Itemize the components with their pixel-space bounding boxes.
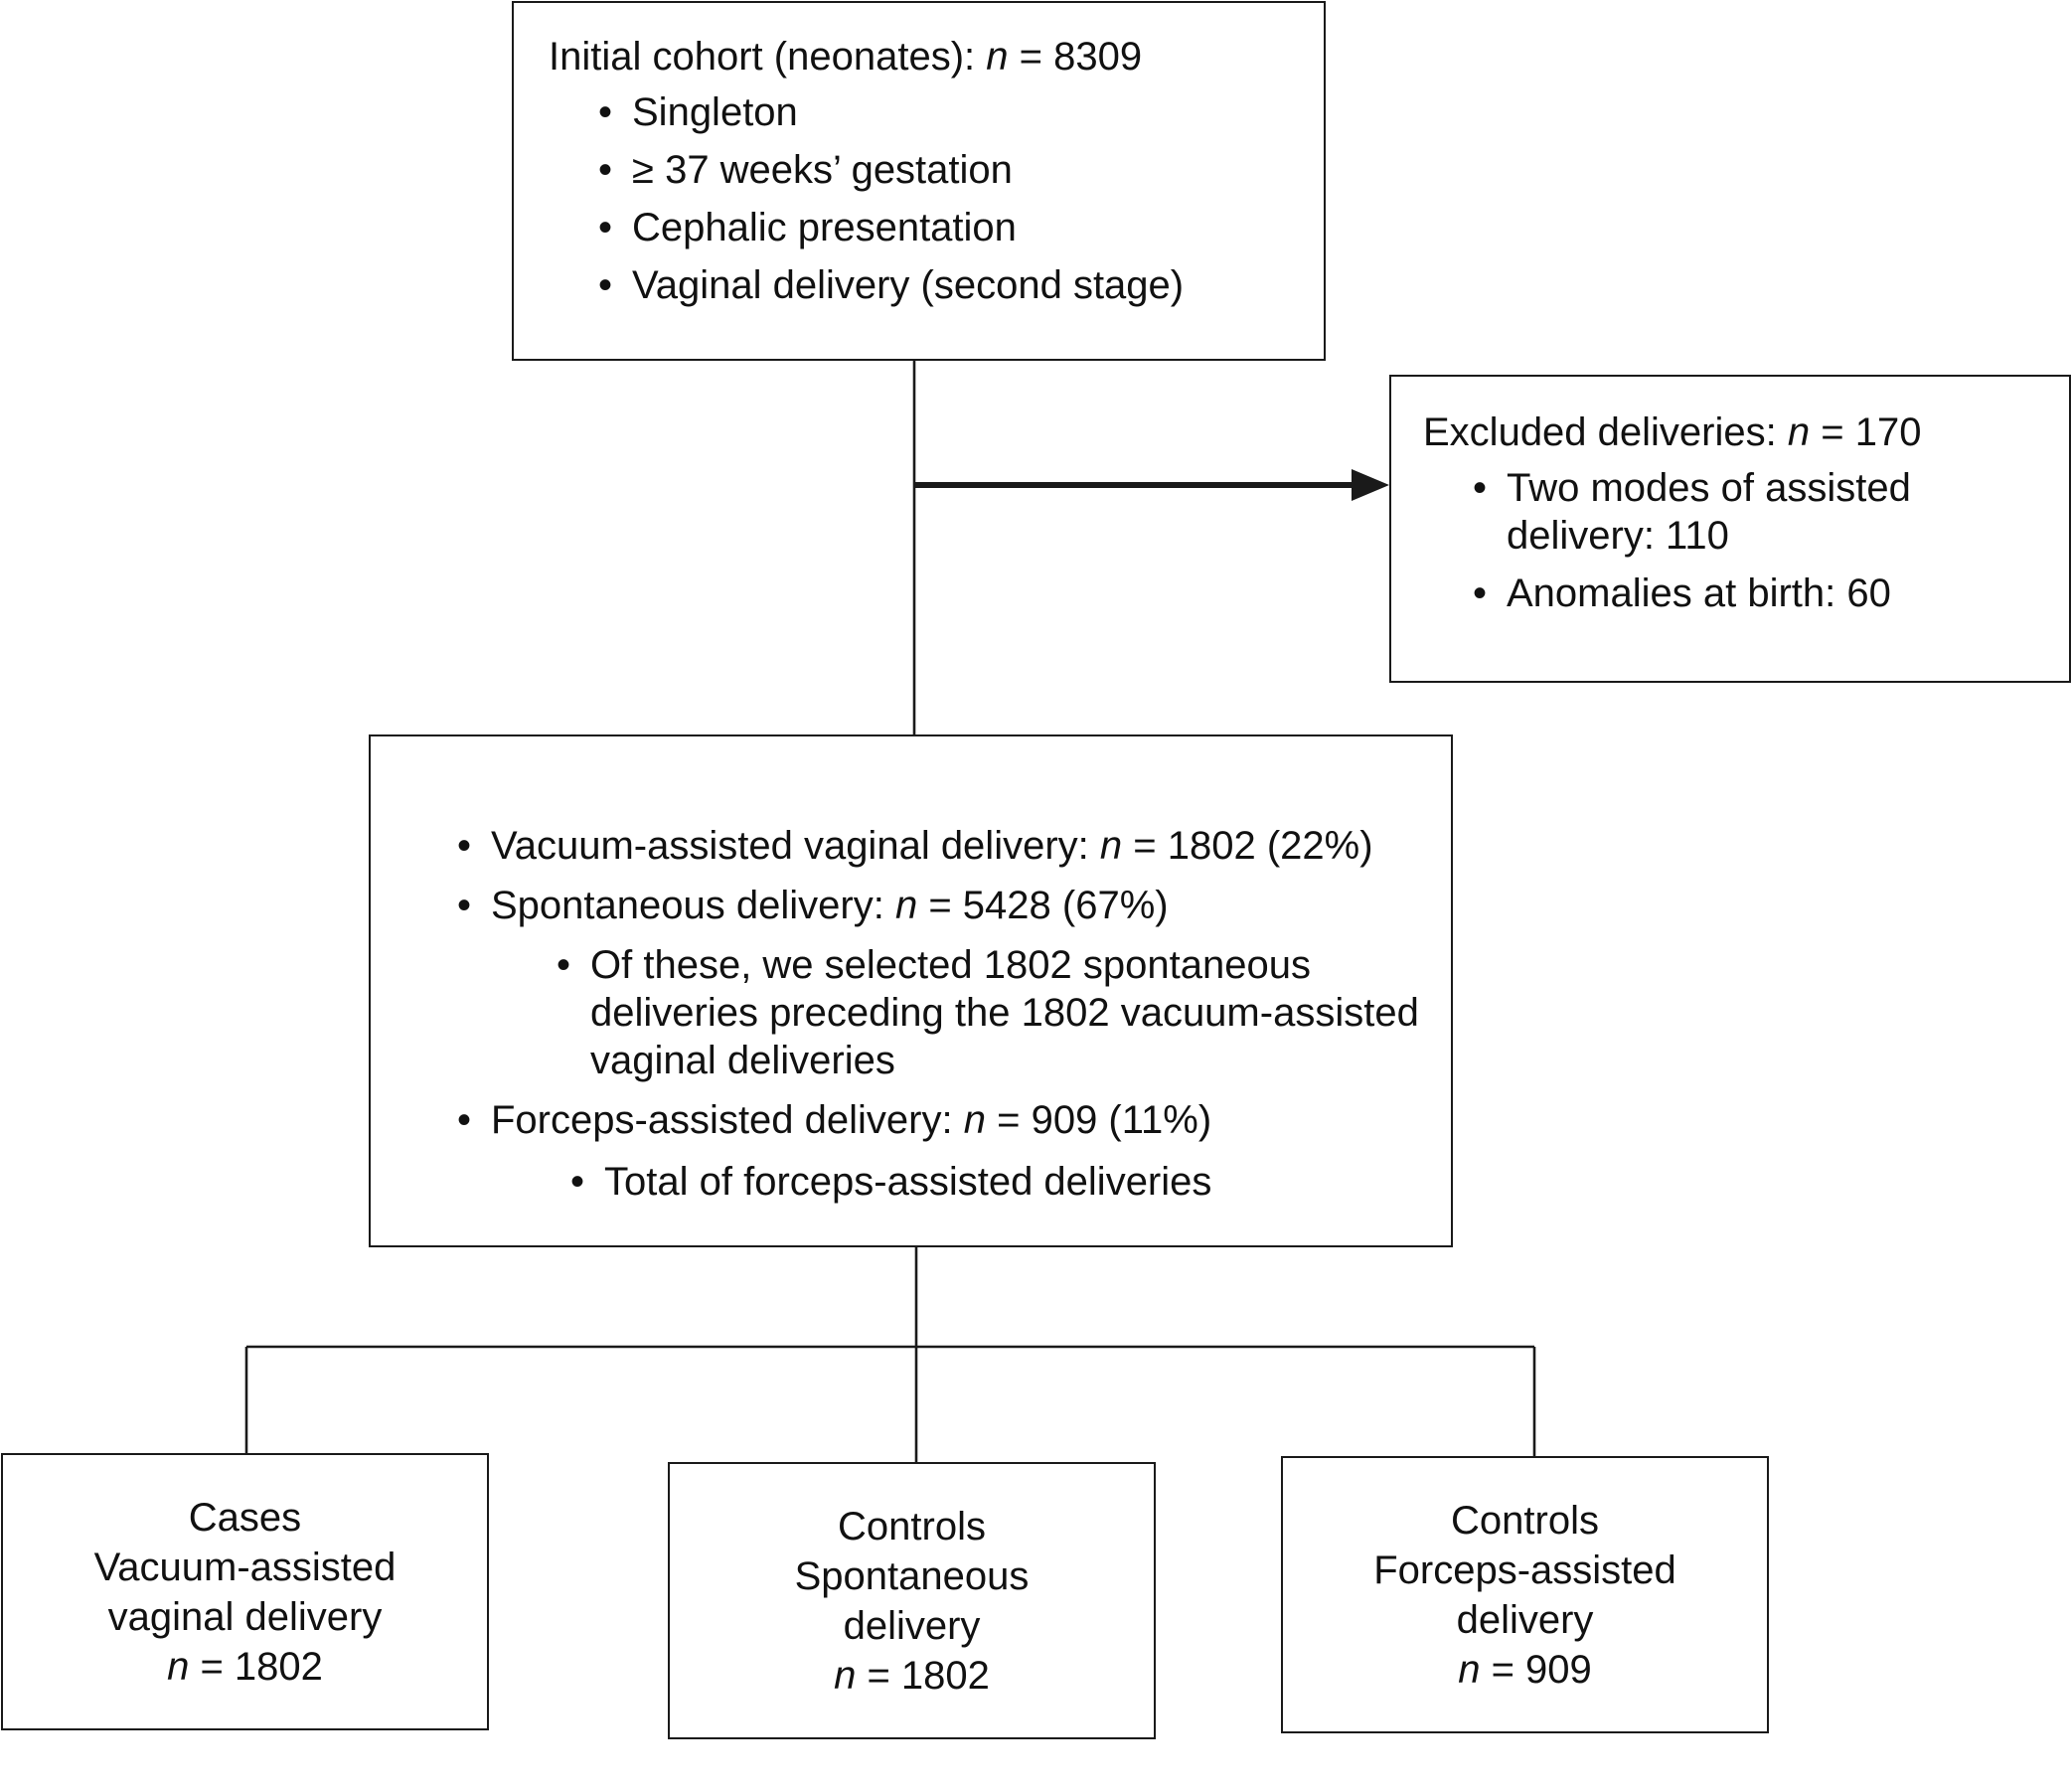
controls-forceps-line2: Forceps-assisted	[1373, 1548, 1676, 1592]
exclusion-arrowhead	[1352, 469, 1389, 501]
controls-spontaneous-line1: Controls	[838, 1505, 986, 1548]
initial-cohort-n-symbol: n	[986, 35, 1009, 79]
criterion-item: Singleton	[598, 88, 1324, 136]
spontaneous-n-symbol: n	[894, 884, 918, 927]
forceps-total-note: Total of forceps-assisted deliveries	[570, 1158, 1479, 1206]
forceps-sublist: Total of forceps-assisted deliveries	[570, 1158, 1451, 1206]
excluded-title: Excluded deliveries: n = 170	[1423, 408, 2069, 456]
criterion-item: Vaginal delivery (second stage)	[598, 261, 1324, 309]
initial-cohort-title: Initial cohort (neonates): n = 8309	[549, 33, 1324, 81]
cases-vacuum-box: Cases Vacuum-assisted vaginal delivery n…	[1, 1453, 489, 1730]
spontaneous-n-value: = 5428 (67%)	[917, 884, 1169, 927]
excluded-label: Excluded deliveries:	[1423, 410, 1777, 454]
cases-vacuum-line1: Cases	[188, 1496, 302, 1540]
exclusion-item: Anomalies at birth: 60	[1473, 570, 1974, 617]
criterion-item: ≥ 37 weeks’ gestation	[598, 146, 1324, 194]
excluded-n-symbol: n	[1787, 410, 1811, 454]
controls-forceps-count: n = 909	[1283, 1645, 1767, 1695]
spontaneous-sublist: Of these, we selected 1802 spontaneous d…	[557, 941, 1451, 1084]
exclusion-reasons-list: Two modes of assisted delivery: 110 Anom…	[1473, 464, 2069, 617]
cases-vacuum-line3: vaginal delivery	[107, 1595, 383, 1639]
controls-spontaneous-box: Controls Spontaneous delivery n = 1802	[668, 1462, 1156, 1739]
delivery-modes-box: Vacuum-assisted vaginal delivery: n = 18…	[369, 734, 1453, 1247]
controls-spontaneous-line2: Spontaneous	[794, 1554, 1030, 1598]
spontaneous-selection-note: Of these, we selected 1802 spontaneous d…	[557, 941, 1465, 1084]
cases-vacuum-n-value: = 1802	[189, 1645, 323, 1689]
controls-forceps-line3: delivery	[1456, 1598, 1594, 1642]
controls-forceps-line1: Controls	[1451, 1499, 1599, 1543]
excluded-deliveries-box: Excluded deliveries: n = 170 Two modes o…	[1389, 375, 2071, 683]
criterion-item: Cephalic presentation	[598, 204, 1324, 251]
controls-spontaneous-line3: delivery	[843, 1604, 981, 1648]
vacuum-delivery-item: Vacuum-assisted vaginal delivery: n = 18…	[457, 822, 1451, 870]
controls-spontaneous-n-value: = 1802	[856, 1654, 990, 1698]
spontaneous-delivery-label: Spontaneous delivery:	[491, 884, 884, 927]
forceps-n-value: = 909 (11%)	[985, 1098, 1212, 1142]
initial-cohort-label: Initial cohort (neonates):	[549, 35, 976, 79]
spontaneous-delivery-item: Spontaneous delivery: n = 5428 (67%) Of …	[457, 882, 1451, 1084]
controls-forceps-box: Controls Forceps-assisted delivery n = 9…	[1281, 1456, 1769, 1733]
initial-cohort-n-value: = 8309	[1008, 35, 1143, 79]
controls-spontaneous-n-symbol: n	[834, 1654, 857, 1698]
delivery-modes-list: Vacuum-assisted vaginal delivery: n = 18…	[457, 822, 1451, 1206]
vacuum-delivery-label: Vacuum-assisted vaginal delivery:	[491, 824, 1089, 868]
forceps-delivery-item: Forceps-assisted delivery: n = 909 (11%)…	[457, 1096, 1451, 1206]
excluded-n-value: = 170	[1810, 410, 1922, 454]
initial-cohort-box: Initial cohort (neonates): n = 8309 Sing…	[512, 1, 1326, 361]
exclusion-item: Two modes of assisted delivery: 110	[1473, 464, 1974, 560]
controls-forceps-n-value: = 909	[1480, 1648, 1592, 1692]
cases-vacuum-count: n = 1802	[3, 1642, 487, 1692]
controls-forceps-n-symbol: n	[1458, 1648, 1481, 1692]
forceps-n-symbol: n	[963, 1098, 986, 1142]
vacuum-n-symbol: n	[1099, 824, 1123, 868]
cases-vacuum-n-symbol: n	[167, 1645, 190, 1689]
forceps-delivery-label: Forceps-assisted delivery:	[491, 1098, 953, 1142]
cases-vacuum-line2: Vacuum-assisted	[93, 1546, 397, 1589]
vacuum-n-value: = 1802 (22%)	[1122, 824, 1373, 868]
inclusion-criteria-list: Singleton ≥ 37 weeks’ gestation Cephalic…	[598, 88, 1324, 309]
controls-spontaneous-count: n = 1802	[670, 1651, 1154, 1701]
